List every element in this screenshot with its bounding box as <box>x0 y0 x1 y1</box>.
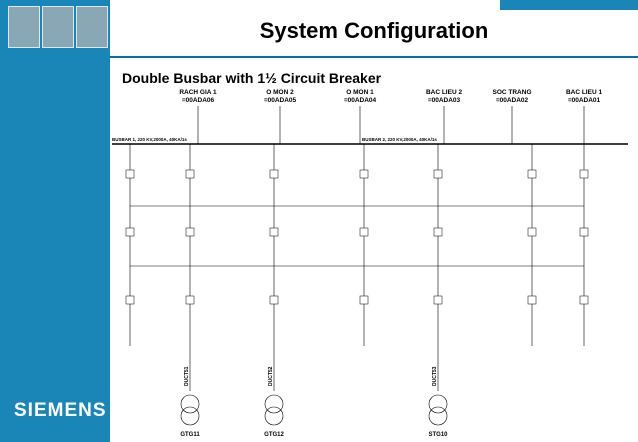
busbar-2-label: BUSBAR 2, 220 KV,2000A, 40KA/1s <box>362 137 437 142</box>
single-line-diagram: RACH GIA 1 =00ADA06 O MON 2 =00ADA05 O M… <box>112 89 628 438</box>
feeder-name-4: BAC LIEU 2 <box>426 89 463 96</box>
generator-name-3: STG10 <box>428 432 448 438</box>
duct-label-2: DUCT52 <box>268 366 274 386</box>
generator-3-transformer <box>428 394 448 414</box>
generator-1-transformer <box>180 394 200 414</box>
feeder-code-2: =00ADA05 <box>264 97 297 104</box>
generator-name-1: GTG11 <box>180 432 200 438</box>
header-photo-1 <box>8 6 40 48</box>
feeder-name-6: BAC LIEU 1 <box>566 89 603 96</box>
feeder-code-1: =00ADA06 <box>182 97 215 104</box>
feeder-code-4: =00ADA03 <box>428 97 461 104</box>
busbar-1-label: BUSBAR 1, 220 KV,2000A, 40KA/1s <box>112 137 187 142</box>
generator-2-transformer <box>264 394 284 414</box>
duct-label-1: DUCT51 <box>184 366 190 386</box>
generator-name-2: GTG12 <box>264 432 284 438</box>
duct-label-3: DUCT53 <box>432 366 438 386</box>
top-accent-strip <box>500 0 638 10</box>
feeder-name-5: SOC TRANG <box>493 89 532 96</box>
header-rule <box>110 56 638 58</box>
feeder-code-5: =00ADA02 <box>496 97 529 104</box>
siemens-logo: SIEMENS <box>14 400 107 421</box>
slide-subtitle: Double Busbar with 1½ Circuit Breaker <box>122 70 382 86</box>
header-photo-2 <box>42 6 74 48</box>
page-title: System Configuration <box>259 18 489 43</box>
feeder-name-1: RACH GIA 1 <box>179 89 217 96</box>
feeder-name-2: O MON 2 <box>266 89 294 96</box>
header-photo-3 <box>76 6 108 48</box>
feeder-name-3: O MON 1 <box>346 89 374 96</box>
left-band <box>0 0 110 442</box>
feeder-code-3: =00ADA04 <box>344 97 377 104</box>
feeder-code-6: =00ADA01 <box>568 97 601 104</box>
